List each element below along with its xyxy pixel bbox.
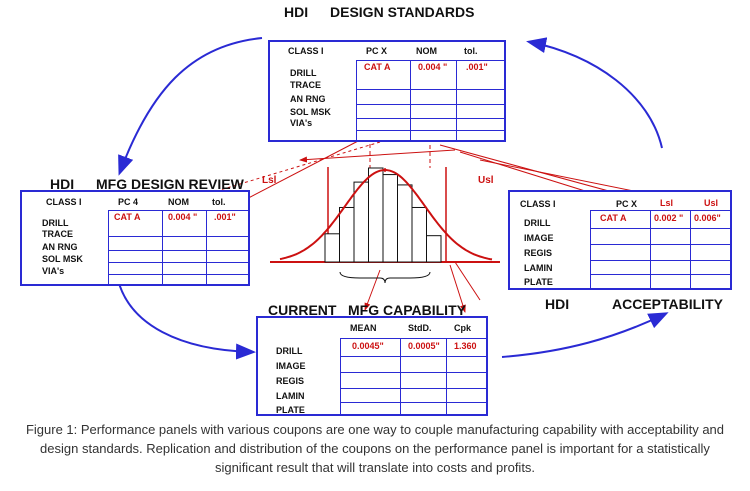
histogram-bar — [382, 174, 398, 263]
bell-curve — [279, 169, 493, 261]
drill-value: 0.004 " — [168, 212, 198, 222]
histogram-bar — [397, 184, 413, 263]
col-header: NOM — [168, 197, 189, 207]
row-label: VIA's — [290, 118, 313, 128]
lsl-label: Lsl — [262, 175, 277, 186]
drill-value: 0.0005" — [408, 341, 440, 351]
row-label: SOL MSK — [290, 107, 331, 117]
drill-value: 1.360 — [454, 341, 477, 351]
drill-value: 0.002 " — [654, 213, 684, 223]
acceptability-title: ACCEPTABILITY — [612, 296, 723, 312]
drill-value: CAT A — [364, 62, 391, 72]
histogram-bar — [339, 206, 355, 263]
histogram-bar — [353, 181, 369, 263]
design-standards-panel: CLASS I PC X NOM tol. DRILL TRACE AN RNG… — [268, 40, 506, 142]
standards-title: DESIGN STANDARDS — [330, 4, 475, 20]
acceptability-hdi-label: HDI — [545, 296, 570, 312]
acceptability-panel: CLASS I PC X Lsl Usl DRILL IMAGE REGIS L… — [508, 190, 732, 290]
col-header: PC X — [616, 199, 638, 209]
row-label: PLATE — [524, 277, 553, 287]
row-label: IMAGE — [524, 233, 554, 243]
arrow-capability-to-acceptability — [501, 312, 669, 358]
col-header: tol. — [464, 46, 478, 56]
review-hdi-label: HDI — [50, 176, 75, 192]
row-label: AN RNG — [290, 94, 326, 104]
col-header: NOM — [416, 46, 437, 56]
drill-value: 0.006" — [694, 213, 721, 223]
histogram-bar — [368, 167, 384, 263]
mfg-design-review-panel: CLASS I PC 4 NOM tol. DRILL TRACE AN RNG… — [20, 190, 250, 286]
drill-value: CAT A — [600, 213, 627, 223]
row-label: DRILL — [290, 68, 317, 78]
mfg-capability-panel: MEAN StdD. Cpk DRILL IMAGE REGIS LAMIN P… — [256, 316, 488, 416]
review-title: MFG DESIGN REVIEW — [96, 176, 244, 192]
col-header: PC X — [366, 46, 388, 56]
row-label: DRILL — [524, 218, 551, 228]
drill-value: 0.004 " — [418, 62, 448, 72]
row-label: AN RNG — [42, 242, 78, 252]
row-label: PLATE — [276, 405, 305, 415]
row-label: DRILL — [276, 346, 303, 356]
row-label: LAMIN — [524, 263, 553, 273]
col-header: Cpk — [454, 323, 472, 333]
row-label: TRACE — [290, 80, 321, 90]
drill-value: CAT A — [114, 212, 141, 222]
standards-hdi-label: HDI — [284, 4, 309, 20]
usl-label: Usl — [478, 175, 494, 186]
row-label: SOL MSK — [42, 254, 83, 264]
col-header: PC 4 — [118, 197, 139, 207]
histogram-bars — [324, 167, 442, 263]
drill-value: 0.0045" — [352, 341, 384, 351]
col-header: CLASS I — [288, 46, 324, 56]
capability-title: MFG CAPABILITY — [348, 302, 466, 318]
col-header: CLASS I — [46, 197, 82, 207]
drill-value: .001" — [466, 62, 488, 72]
col-header: Usl — [704, 198, 719, 208]
row-label: IMAGE — [276, 361, 306, 371]
col-header: StdD. — [408, 323, 432, 333]
col-header: tol. — [212, 197, 226, 207]
histogram-bar — [411, 206, 427, 263]
row-label: VIA's — [42, 266, 65, 276]
row-label: REGIS — [524, 248, 553, 258]
row-label: LAMIN — [276, 391, 305, 401]
capability-current-label: CURRENT — [268, 302, 337, 318]
figure-caption: Figure 1: Performance panels with variou… — [25, 422, 725, 475]
row-label: TRACE — [42, 229, 73, 239]
arrow-standards-to-review — [118, 37, 263, 176]
row-label: REGIS — [276, 376, 305, 386]
arrow-review-to-capability — [117, 279, 256, 360]
drill-value: .001" — [214, 212, 236, 222]
arrow-acceptability-to-standards — [526, 37, 663, 149]
col-header: MEAN — [350, 323, 377, 333]
col-header: Lsl — [660, 198, 674, 208]
mean-brace — [339, 271, 431, 284]
row-label: DRILL — [42, 218, 69, 228]
col-header: CLASS I — [520, 199, 556, 209]
histogram-bar — [426, 235, 442, 263]
histogram-bar — [324, 233, 340, 263]
